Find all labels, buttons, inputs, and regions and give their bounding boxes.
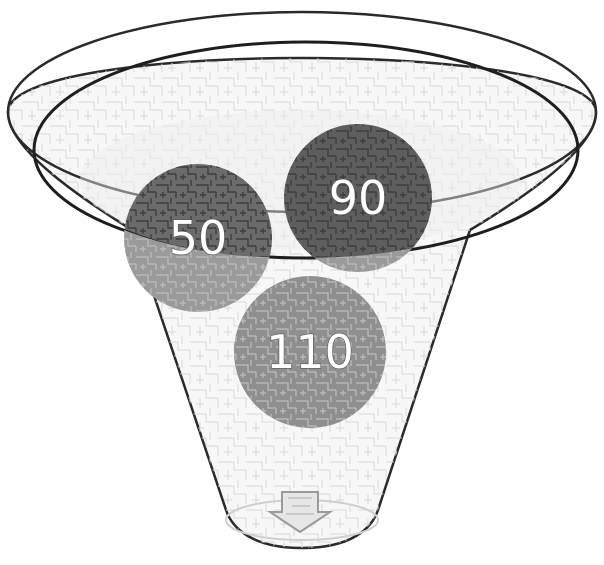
ball-110: 110 [234, 276, 386, 428]
ball-50: 50 [124, 164, 272, 312]
ball-90: 90 [284, 124, 432, 272]
ball-50-label: 50 [169, 211, 228, 265]
ball-90-label: 90 [329, 171, 388, 225]
ball-110-label: 110 [266, 325, 354, 379]
